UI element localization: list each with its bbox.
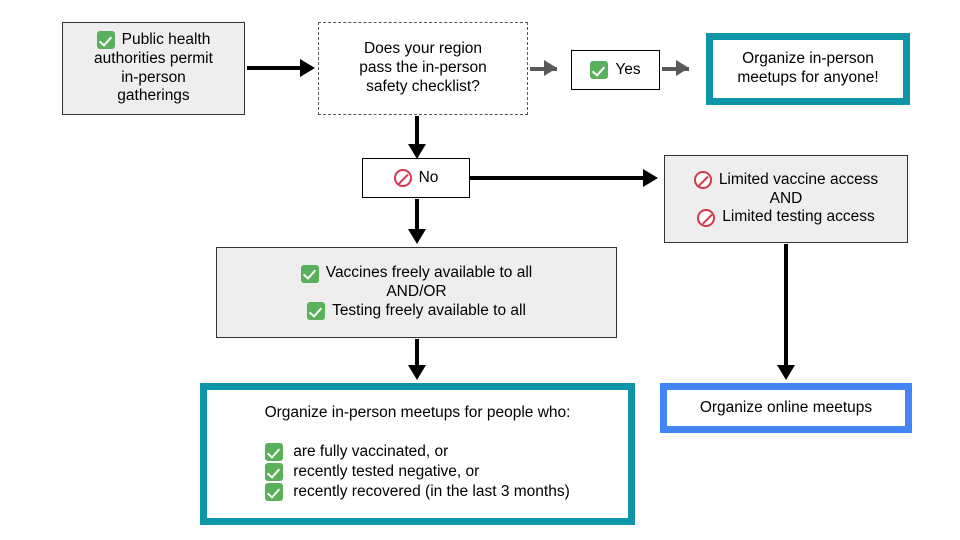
organize-anyone-line-1: Organize in-person (742, 50, 874, 68)
freely-available-text-1: Vaccines freely available to all (325, 264, 533, 282)
yes-label: Yes (615, 60, 641, 78)
arrowhead-freely-available-to-organize-conditional (407, 365, 426, 380)
organize-conditional-heading: Organize in-person meetups for people wh… (264, 404, 571, 421)
public-health-line-4: gatherings (117, 87, 190, 105)
connector-no-to-freely-available (415, 199, 419, 232)
node-organize-in-person-anyone[interactable]: Organize in-person meetups for anyone! (706, 33, 910, 105)
list-item: recently recovered (in the last 3 months… (265, 483, 570, 502)
decision-line-2: pass the in-person (359, 59, 487, 77)
no-label: No (418, 168, 439, 186)
decision-line-1: Does your region (363, 40, 483, 58)
check-icon (307, 302, 326, 321)
freely-available-text-2: AND/OR (386, 283, 447, 301)
public-health-line-1: Public health (121, 30, 211, 48)
ban-icon (693, 171, 712, 190)
list-item: recently tested negative, or (265, 463, 479, 482)
ban-icon (697, 208, 716, 227)
connector-decision-to-no (415, 116, 419, 148)
check-icon (265, 443, 284, 462)
arrowhead-public-health-to-decision (300, 58, 315, 77)
arrowhead-no-to-freely-available (407, 229, 426, 244)
list-item: are fully vaccinated, or (265, 443, 448, 462)
public-health-line-1-row: Public health (96, 30, 211, 50)
connector-no-to-limited-access (470, 176, 644, 180)
limited-access-text-3: Limited testing access (722, 208, 875, 226)
connector-public-health-to-decision (247, 66, 301, 70)
arrowhead-no-to-limited-access (643, 168, 658, 187)
freely-available-text-3: Testing freely available to all (332, 301, 526, 319)
check-icon (300, 264, 319, 283)
arrowhead-decision-to-no (407, 144, 426, 159)
check-icon (265, 483, 284, 502)
decision-line-3: safety checklist? (366, 77, 480, 95)
node-limited-access[interactable]: Limited vaccine access AND Limited testi… (664, 155, 908, 243)
limited-access-row-3: Limited testing access (697, 208, 875, 227)
check-icon (265, 463, 284, 482)
freely-available-row-3: Testing freely available to all (307, 302, 526, 321)
check-icon (96, 31, 115, 50)
node-organize-online[interactable]: Organize online meetups (660, 383, 912, 433)
check-icon (590, 61, 609, 79)
arrowhead-limited-access-to-organize-online (776, 365, 795, 380)
connector-yes-to-organize-anyone (662, 67, 689, 71)
connector-limited-access-to-organize-online (784, 244, 788, 368)
connector-decision-to-yes (530, 67, 557, 71)
organize-online-label: Organize online meetups (699, 398, 873, 416)
limited-access-row-1: Limited vaccine access (693, 170, 879, 190)
arrowhead-yes-to-organize-anyone (676, 60, 689, 76)
public-health-line-3: in-person (121, 68, 186, 86)
limited-access-text-1: Limited vaccine access (718, 170, 879, 188)
node-yes[interactable]: Yes (571, 50, 660, 90)
freely-available-row-1: Vaccines freely available to all (300, 264, 533, 283)
limited-access-text-2: AND (769, 189, 803, 207)
no-row: No (393, 168, 439, 188)
node-no[interactable]: No (362, 158, 470, 198)
organize-conditional-list: are fully vaccinated, or recently tested… (265, 443, 570, 502)
organize-anyone-line-2: meetups for anyone! (737, 69, 879, 86)
organize-conditional-item-1: are fully vaccinated, or (293, 442, 449, 460)
node-public-health-authorities[interactable]: Public health authorities permit in-pers… (62, 22, 245, 115)
organize-conditional-item-3: recently recovered (in the last 3 months… (293, 482, 570, 500)
yes-row: Yes (590, 60, 641, 80)
ban-icon (393, 169, 412, 187)
connector-freely-available-to-organize-conditional (415, 339, 419, 368)
node-freely-available[interactable]: Vaccines freely available to all AND/OR … (216, 247, 617, 338)
node-organize-conditional[interactable]: Organize in-person meetups for people wh… (200, 383, 635, 525)
organize-conditional-item-2: recently tested negative, or (293, 462, 480, 480)
node-decision-safety-checklist[interactable]: Does your region pass the in-person safe… (318, 22, 528, 115)
arrowhead-decision-to-yes (544, 60, 557, 76)
public-health-line-2: authorities permit (94, 49, 213, 67)
